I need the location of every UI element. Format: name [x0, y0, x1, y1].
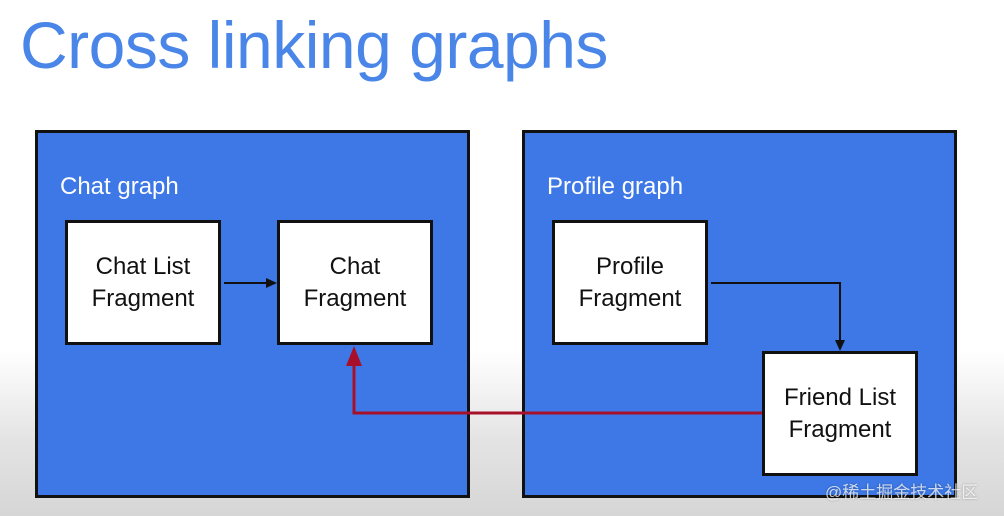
watermark: @稀土掘金技术社区: [825, 483, 979, 502]
node-label-line: Fragment: [303, 284, 407, 312]
node-label-line: Fragment: [788, 415, 892, 443]
node-label-line: Fragment: [578, 284, 682, 312]
slide-title: Cross linking graphs: [20, 8, 608, 82]
chat-graph-label: Chat graph: [60, 173, 179, 200]
profile-graph-label: Profile graph: [547, 173, 684, 200]
arrow-profile-to-friendlist: [711, 282, 845, 351]
node-label-line: Chat: [329, 252, 381, 280]
node-label-line: Fragment: [91, 284, 195, 312]
node-label-line: Profile: [595, 252, 664, 280]
arrow-chatlist-to-chat: [224, 278, 277, 288]
cross-link-arrow-friendlist-to-chat: [346, 346, 762, 415]
node-label-line: Chat List: [95, 252, 191, 280]
node-label-line: Friend List: [783, 383, 897, 411]
